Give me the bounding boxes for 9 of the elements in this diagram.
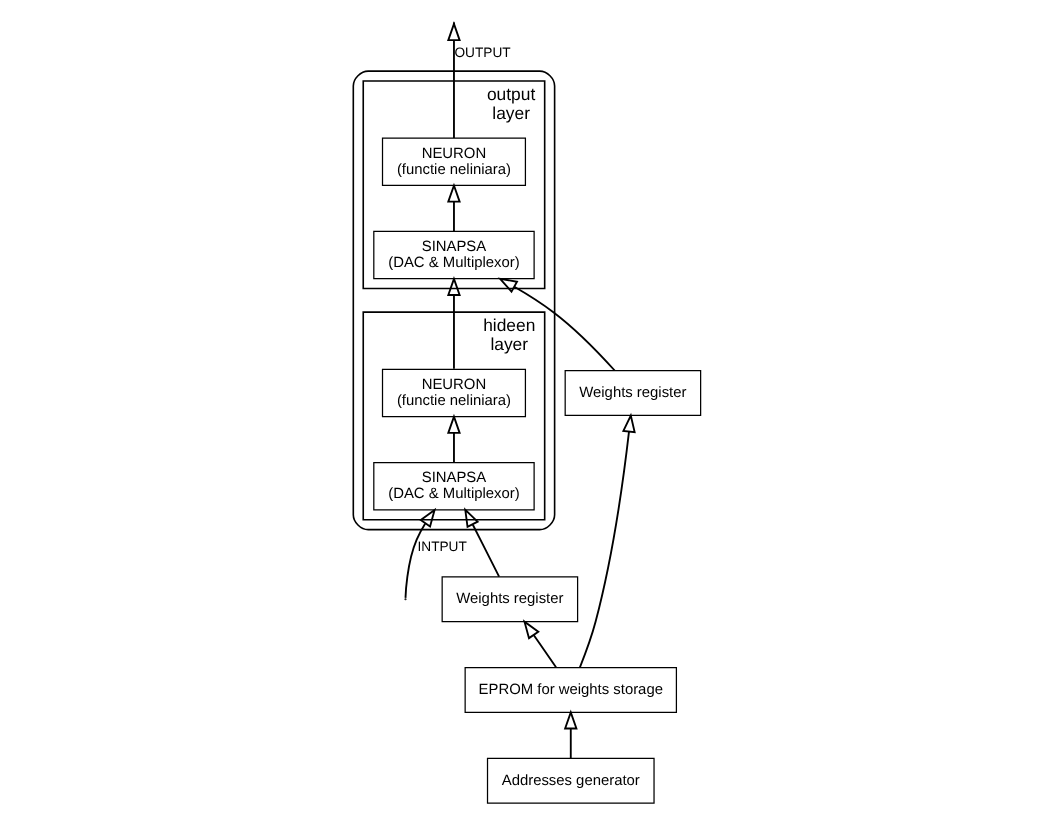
arrow — [447, 412, 461, 463]
arrow — [404, 506, 437, 598]
arrow — [497, 276, 616, 371]
arrow — [563, 708, 578, 758]
arrow — [464, 506, 501, 577]
arrow — [579, 411, 636, 668]
arrow — [447, 275, 461, 369]
arrow — [447, 181, 461, 232]
arrow — [522, 618, 557, 668]
